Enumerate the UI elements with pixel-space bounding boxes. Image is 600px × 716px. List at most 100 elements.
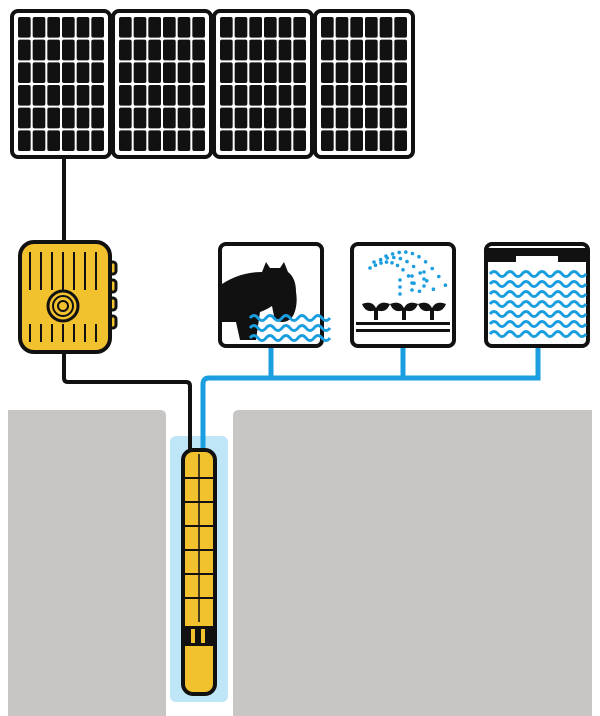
- spray-drop: [411, 264, 416, 269]
- solar-cell: [234, 39, 248, 61]
- solar-cell: [192, 17, 205, 38]
- solar-cell: [133, 39, 147, 61]
- solar-cell: [321, 107, 334, 129]
- solar-cell: [91, 39, 104, 61]
- solar-cell: [249, 39, 262, 61]
- solar-cell: [293, 130, 306, 151]
- solar-cell: [18, 107, 31, 129]
- solar-cell: [249, 130, 262, 151]
- solar-cell: [278, 130, 292, 151]
- water-pipes: [200, 346, 541, 454]
- spray-drop: [398, 256, 403, 261]
- solar-cell: [365, 39, 378, 61]
- solar-cell: [264, 62, 277, 83]
- solar-cell: [379, 107, 393, 129]
- solar-cell: [249, 62, 262, 83]
- solar-panel-2: [111, 9, 213, 159]
- solar-cell: [394, 85, 407, 106]
- crop-row: [362, 302, 446, 320]
- solar-cell: [234, 107, 248, 129]
- solar-cell: [76, 62, 90, 83]
- solar-cell: [163, 85, 176, 106]
- pump-motor-slot-2: [201, 629, 205, 643]
- solar-cell: [278, 17, 292, 38]
- solar-cell: [119, 39, 132, 61]
- solar-cell: [76, 85, 90, 106]
- solar-cell: [192, 85, 205, 106]
- spray-drop: [368, 266, 372, 270]
- water-wave: [248, 324, 332, 332]
- soil-line-2: [356, 329, 450, 332]
- solar-cell: [335, 130, 349, 151]
- ground-left: [8, 410, 166, 716]
- irrigation-spray: [368, 250, 448, 296]
- cow-drinking-icon: [218, 242, 332, 348]
- solar-cell: [365, 107, 378, 129]
- controller-fan-mid: [52, 295, 74, 317]
- solar-cell: [148, 17, 161, 38]
- spray-drop: [405, 259, 409, 264]
- solar-cell: [177, 107, 191, 129]
- solar-cell: [192, 130, 205, 151]
- spray-drop: [418, 271, 423, 275]
- solar-cell: [47, 62, 60, 83]
- solar-cell: [249, 107, 262, 129]
- water-tank-icon: [484, 242, 590, 348]
- spray-drop: [404, 250, 408, 254]
- ground: [8, 410, 592, 716]
- solar-panel-4: [313, 9, 415, 159]
- solar-cell: [148, 107, 161, 129]
- water-wave: [488, 310, 588, 318]
- solar-cell: [47, 107, 60, 129]
- solar-cell: [365, 85, 378, 106]
- spray-drop: [431, 287, 436, 292]
- spray-drop: [443, 283, 448, 288]
- solar-cell: [32, 85, 46, 106]
- solar-cell: [234, 85, 248, 106]
- pump-controller-icon: [18, 240, 118, 354]
- solar-cell: [220, 107, 233, 129]
- irrigation-frame: [350, 242, 456, 348]
- solar-cell: [234, 17, 248, 38]
- sprout-1: [362, 302, 390, 318]
- solar-cell: [192, 39, 205, 61]
- water-wave: [248, 314, 332, 322]
- solar-cell: [350, 130, 363, 151]
- solar-cell: [32, 39, 46, 61]
- solar-cell: [91, 85, 104, 106]
- solar-cell: [365, 17, 378, 38]
- solar-cell: [220, 62, 233, 83]
- solar-cell: [133, 17, 147, 38]
- solar-cell: [335, 39, 349, 61]
- solar-cell: [350, 85, 363, 106]
- solar-cell: [249, 17, 262, 38]
- tank-lid: [488, 248, 586, 262]
- solar-cell: [18, 130, 31, 151]
- spray-drop: [406, 274, 411, 278]
- solar-cell: [220, 85, 233, 106]
- spray-drop: [392, 255, 396, 260]
- solar-cell: [335, 62, 349, 83]
- spray-drop: [430, 266, 435, 271]
- soil-line-1: [356, 322, 450, 325]
- controller-to-pump-cable: [62, 352, 192, 452]
- main-water-pipe: [200, 346, 541, 454]
- solar-cell: [18, 39, 31, 61]
- solar-cell: [177, 17, 191, 38]
- spray-drop: [422, 284, 426, 288]
- solar-cell: [365, 62, 378, 83]
- solar-cell: [394, 107, 407, 129]
- solar-cell: [293, 39, 306, 61]
- solar-cell: [177, 85, 191, 106]
- solar-cell: [379, 17, 393, 38]
- solar-cell: [47, 39, 60, 61]
- solar-cell: [62, 130, 75, 151]
- spray-drop: [384, 260, 389, 264]
- solar-cell: [76, 39, 90, 61]
- solar-cell: [394, 39, 407, 61]
- spray-drop: [373, 263, 378, 268]
- solar-cell: [379, 39, 393, 61]
- spray-drop: [395, 263, 400, 268]
- solar-cell: [321, 62, 334, 83]
- water-wave: [488, 320, 588, 328]
